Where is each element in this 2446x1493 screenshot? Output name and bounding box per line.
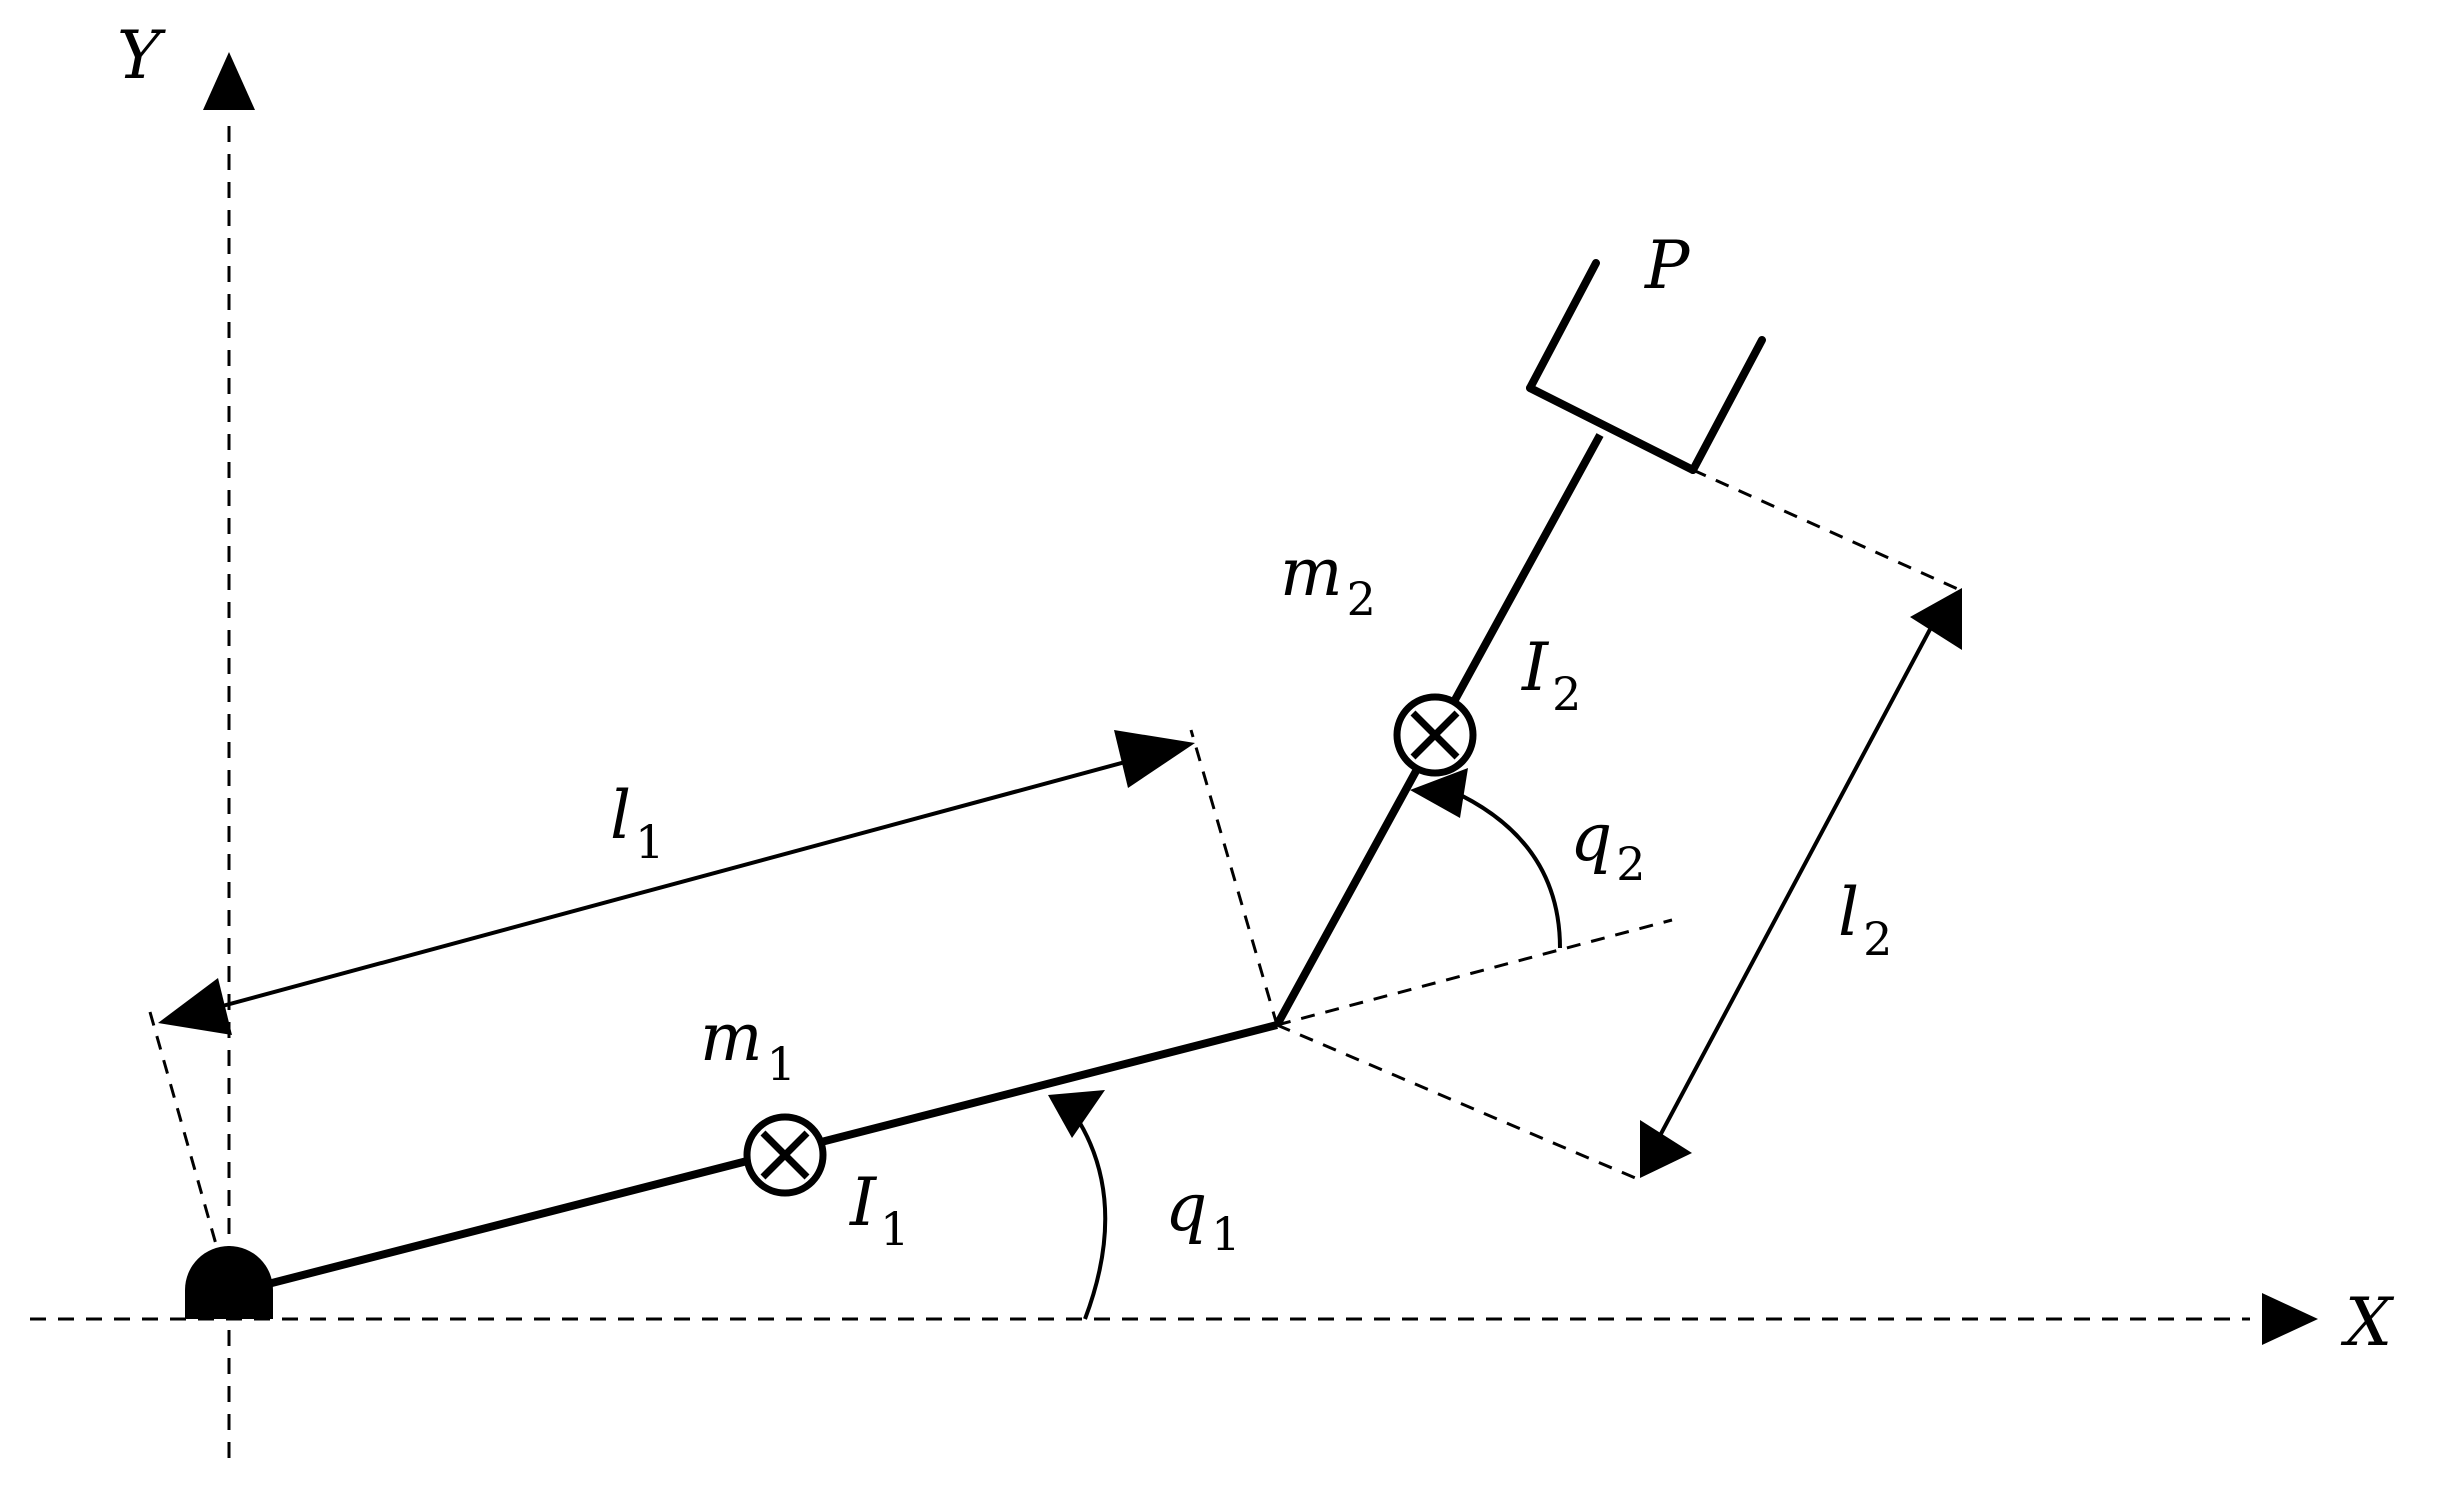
reference-lines	[146, 468, 1961, 1291]
q2-label: q2	[1570, 799, 1646, 891]
circled-times-icon	[743, 1113, 827, 1197]
I1-label: I1	[849, 1164, 909, 1256]
half-disc-icon	[185, 1246, 273, 1319]
x-axis-label: X	[2340, 1284, 2395, 1361]
circled-times-icon	[1393, 693, 1477, 777]
gripper-right-finger	[1689, 336, 1766, 474]
l1-arrowhead-right	[1114, 730, 1195, 788]
q2-arrowhead	[1410, 768, 1468, 818]
gripper-left-finger	[1526, 259, 1600, 392]
y-axis-arrowhead	[203, 52, 255, 110]
m2-label: m2	[1280, 534, 1376, 626]
y-axis-label: Y	[117, 17, 166, 94]
q1-arrowhead	[1048, 1090, 1105, 1138]
q1-arc	[1073, 1113, 1108, 1320]
l1-left-extension	[146, 1004, 231, 1291]
dimension-arrows	[214, 619, 1937, 1146]
x-axis-arrowhead	[2262, 1293, 2318, 1345]
l2-lower-extension	[1276, 1023, 1641, 1182]
m1-label: m1	[700, 999, 796, 1091]
links	[267, 433, 1604, 1288]
link1-extension	[1276, 918, 1673, 1027]
I2-label: I2	[1521, 629, 1581, 721]
axes	[30, 52, 2318, 1458]
q2-arc	[1449, 788, 1562, 949]
gripper	[1526, 259, 1766, 474]
l1-dimension-line	[214, 756, 1141, 1010]
l2-arrowhead-lower	[1640, 1120, 1692, 1178]
end-point-label: P	[1644, 227, 1691, 304]
q1-label: q1	[1165, 1169, 1241, 1261]
gripper-base	[1526, 384, 1697, 474]
l2-arrowhead-upper	[1910, 588, 1962, 650]
l2-dimension-line	[1653, 619, 1937, 1146]
l2-label: l2	[1838, 874, 1892, 966]
l2-upper-extension	[1692, 468, 1961, 592]
l1-arrowhead-left	[158, 978, 232, 1035]
angle-arcs	[1073, 788, 1562, 1320]
l1-label: l1	[610, 777, 664, 869]
l1-right-extension	[1189, 729, 1279, 1026]
